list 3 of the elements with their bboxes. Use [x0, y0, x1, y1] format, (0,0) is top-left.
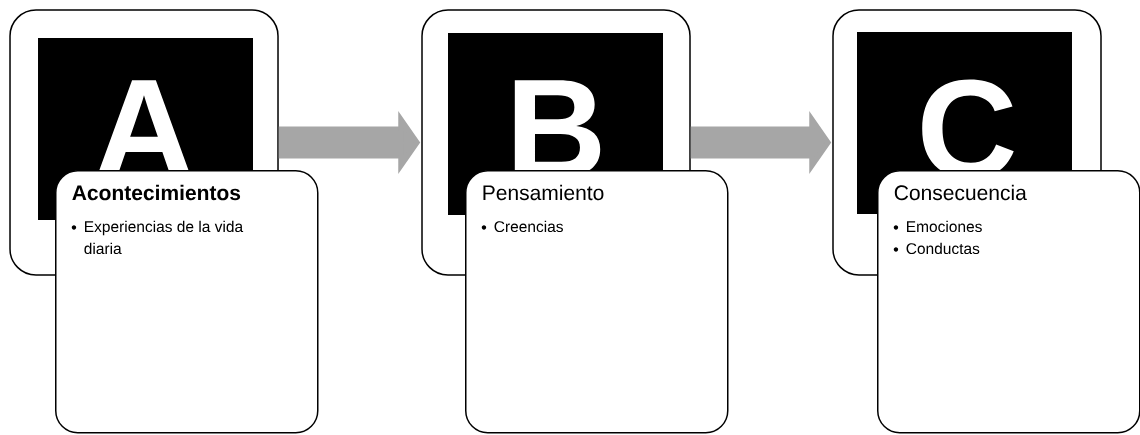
text-card: Consecuencia Emociones Conductas: [877, 170, 1140, 434]
text-card: Acontecimientos Experiencias de la vida diaria: [55, 170, 319, 434]
text-card: Pensamiento Creencias: [465, 170, 729, 434]
